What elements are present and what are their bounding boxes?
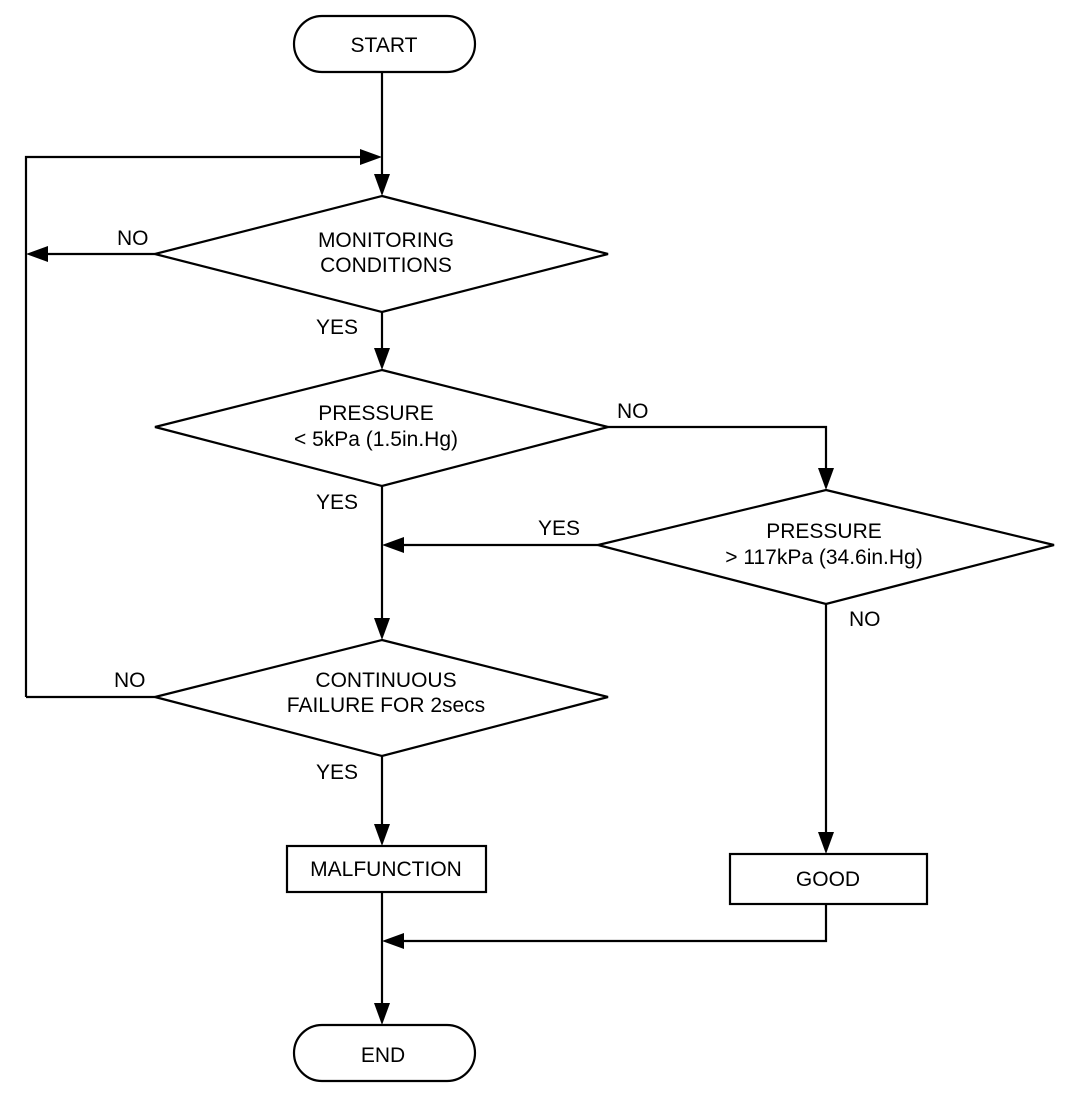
connector-pressure-low-no bbox=[608, 425, 828, 472]
decision-pressure-high: PRESSURE > 117kPa (34.6in.Hg) bbox=[597, 488, 1055, 606]
start-terminal: START bbox=[292, 14, 477, 74]
end-terminal: END bbox=[292, 1023, 477, 1083]
good-label: GOOD bbox=[796, 868, 860, 891]
arrowheads bbox=[26, 149, 834, 1025]
arrowhead-into-continuous bbox=[374, 618, 390, 640]
continuous-label-line2: FAILURE FOR 2secs bbox=[287, 694, 485, 717]
edge-label-pressure-low-yes: YES bbox=[316, 491, 358, 514]
connector-good-to-end bbox=[400, 904, 828, 943]
edge-label-continuous-yes: YES bbox=[316, 761, 358, 784]
pressure-low-label-line2: < 5kPa (1.5in.Hg) bbox=[294, 428, 458, 451]
connector-loop-top bbox=[24, 155, 366, 697]
arrowhead-into-pressure-high bbox=[818, 468, 834, 490]
process-good: GOOD bbox=[728, 852, 929, 906]
pressure-high-label-line1: PRESSURE bbox=[766, 520, 882, 543]
process-malfunction: MALFUNCTION bbox=[285, 844, 488, 894]
malfunction-label: MALFUNCTION bbox=[310, 858, 462, 881]
arrowhead-pressure-high-yes bbox=[382, 537, 404, 553]
arrowhead-loop-top bbox=[360, 149, 382, 165]
arrowhead-into-end bbox=[374, 1003, 390, 1025]
end-label: END bbox=[361, 1044, 405, 1067]
edge-labels: NO YES NO YES YES NO NO YES bbox=[114, 227, 881, 784]
edge-label-monitoring-no: NO bbox=[117, 227, 149, 250]
arrowhead-into-monitoring bbox=[374, 174, 390, 196]
decision-monitoring-conditions: MONITORING CONDITIONS bbox=[154, 194, 609, 314]
edge-label-pressure-high-yes: YES bbox=[538, 517, 580, 540]
decision-continuous-failure: CONTINUOUS FAILURE FOR 2secs bbox=[154, 638, 609, 758]
edge-label-monitoring-yes: YES bbox=[316, 316, 358, 339]
arrowhead-into-good bbox=[818, 832, 834, 854]
arrowhead-good-merge bbox=[382, 933, 404, 949]
arrowhead-into-malfunction bbox=[374, 824, 390, 846]
edge-label-pressure-high-no: NO bbox=[849, 608, 881, 631]
edge-label-continuous-no: NO bbox=[114, 669, 146, 692]
continuous-label-line1: CONTINUOUS bbox=[315, 669, 456, 692]
start-label: START bbox=[351, 34, 418, 57]
monitoring-label-line1: MONITORING bbox=[318, 229, 454, 252]
arrowhead-monitoring-no bbox=[26, 246, 48, 262]
connectors bbox=[24, 72, 828, 1007]
pressure-low-label-line1: PRESSURE bbox=[318, 402, 434, 425]
edge-label-pressure-low-no: NO bbox=[617, 400, 649, 423]
pressure-high-label-line2: > 117kPa (34.6in.Hg) bbox=[725, 546, 922, 569]
decision-pressure-low: PRESSURE < 5kPa (1.5in.Hg) bbox=[154, 368, 609, 488]
arrowhead-into-pressure-low bbox=[374, 348, 390, 370]
monitoring-label-line2: CONDITIONS bbox=[320, 254, 452, 277]
